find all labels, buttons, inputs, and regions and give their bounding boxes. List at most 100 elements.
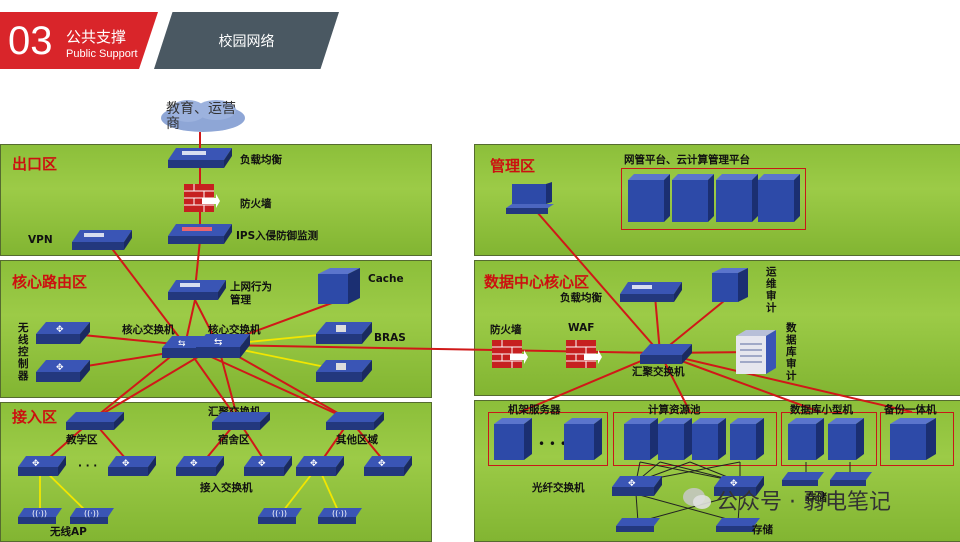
load-balance-label: 负载均衡 (240, 154, 282, 166)
ips-label: IPS入侵防御监测 (236, 230, 319, 242)
section-badge: 03 公共支撑 Public Support (0, 12, 158, 69)
access-switch-icon-3: ✥ (176, 456, 224, 476)
svg-text:((·)): ((·)) (32, 509, 47, 518)
section-title: 公共支撑 (66, 28, 127, 46)
wireless-controller-icon-2: ✥ (36, 360, 90, 382)
storage-label-2: 存储 (752, 524, 773, 536)
zone-title-dc-core: 数据中心核心区 (484, 273, 590, 291)
cloud-label: 教育、运营商 (166, 101, 236, 132)
wireless-ap-icon-4: ((·)) (318, 508, 362, 524)
access-switch-icon-4: ✥ (244, 456, 292, 476)
svg-text:✥: ✥ (122, 459, 130, 469)
zone-title-core: 核心路由区 (12, 273, 88, 291)
waf-icon (566, 340, 602, 368)
waf-label: WAF (568, 322, 595, 334)
rack-servers-label: 机架服务器 (508, 404, 561, 416)
svg-text:✥: ✥ (258, 459, 266, 469)
rack-servers-box (488, 412, 608, 466)
fiber-switch-icon-2: ✥ (714, 476, 764, 496)
zone-title-exit: 出口区 (12, 155, 58, 173)
access-switch-icon-6: ✥ (364, 456, 412, 476)
backup-box (880, 412, 954, 466)
firewall-label: 防火墙 (240, 198, 272, 210)
zone-title-mgmt: 管理区 (490, 157, 536, 175)
svg-text:✥: ✥ (730, 479, 738, 489)
svg-text:✥: ✥ (378, 459, 386, 469)
storage-icon-2 (616, 518, 760, 532)
subtitle: 校园网络 (218, 34, 275, 50)
svg-text:⇆: ⇆ (178, 339, 186, 349)
backup-appliance-icon (890, 418, 936, 460)
wireless-ap-icon-2: ((·)) (70, 508, 114, 524)
vpn-icon (72, 230, 132, 250)
ips-icon (168, 224, 232, 244)
access-switch-label: 接入交换机 (200, 482, 253, 494)
rack-server-icons: • • • (494, 418, 602, 460)
watermark: 公众号 · 弱电笔记 (716, 490, 891, 515)
other-area-label: 其他区域 (336, 434, 378, 446)
access-switch-icon-1: ✥ (18, 456, 66, 476)
vpn-label: VPN (28, 234, 53, 246)
svg-text:• • •: • • • (538, 437, 567, 451)
load-balancer-icon (168, 148, 232, 168)
svg-text:((·)): ((·)) (84, 509, 99, 518)
agg-switch-other-icon (326, 412, 384, 430)
svg-text:✥: ✥ (628, 479, 636, 489)
fiber-switch-label: 光纤交换机 (532, 482, 585, 494)
bras-label: BRAS (374, 332, 406, 344)
compute-pool-label: 计算资源池 (648, 404, 701, 416)
bras-icon-2 (316, 360, 372, 382)
dc-agg-switch-icon (640, 344, 692, 364)
agg-switch-teach-icon (66, 412, 124, 430)
wireless-ap-icon-1: ((·)) (18, 508, 62, 524)
dc-load-balancer-icon (620, 282, 682, 302)
mgmt-platform-box (621, 168, 806, 230)
server-icon (628, 174, 800, 222)
svg-text:✥: ✥ (310, 459, 318, 469)
behavior-label-2: 管理 (230, 294, 251, 306)
wechat-icon (683, 488, 711, 509)
core-switch-label-1: 核心交换机 (122, 324, 175, 336)
compute-server-icons (624, 418, 764, 460)
core-switch-label-2: 核心交换机 (208, 324, 261, 336)
dc-firewall-icon (492, 340, 528, 368)
fiber-switch-icon-1: ✥ (612, 476, 662, 496)
behavior-management-icon (168, 280, 226, 300)
svg-text:✥: ✥ (32, 459, 40, 469)
svg-text:⇆: ⇆ (214, 337, 222, 348)
cache-server-icon (318, 268, 360, 304)
backup-label: 备份一体机 (884, 404, 937, 416)
access-switch-icon-5: ✥ (296, 456, 344, 476)
agg-switch-dorm-icon (212, 412, 270, 430)
cache-label: Cache (368, 273, 404, 285)
workstation-icon (506, 182, 554, 214)
zone-title-access: 接入区 (12, 408, 58, 426)
ops-audit-server-icon (712, 268, 748, 302)
minicomputer-icons (788, 418, 864, 460)
subtitle-tab: 校园网络 (154, 12, 339, 69)
compute-pool-box (613, 412, 777, 466)
db-audit-label: 数据库审计 (786, 322, 797, 382)
storage-label-1: 存储 (806, 492, 827, 504)
teach-area-label: 教学区 (66, 434, 98, 446)
svg-text:((·)): ((·)) (272, 509, 287, 518)
wireless-ap-label: 无线AP (50, 526, 87, 538)
server-rack-group (628, 174, 800, 224)
svg-text:✥: ✥ (56, 325, 64, 335)
cloud-icon (161, 100, 245, 132)
dc-firewall-label: 防火墙 (490, 324, 522, 336)
ops-audit-label: 运维审计 (766, 266, 777, 314)
dc-agg-switch-label: 汇聚交换机 (632, 366, 685, 378)
switch-icon-2: ⇆ (196, 334, 250, 358)
section-number: 03 (8, 19, 53, 63)
bras-icon (316, 322, 372, 344)
mgmt-platform-label: 网管平台、云计算管理平台 (624, 154, 750, 166)
wireless-controller-icon: ✥ (36, 322, 90, 344)
access-ellipsis-1: · · · (78, 460, 98, 472)
section-title-en: Public Support (66, 48, 138, 60)
svg-text:✥: ✥ (56, 363, 64, 373)
dc-load-balance-label: 负载均衡 (560, 292, 602, 304)
firewall-icon (184, 184, 220, 212)
db-audit-server-icon (736, 330, 776, 374)
svg-text:((·)): ((·)) (332, 509, 347, 518)
